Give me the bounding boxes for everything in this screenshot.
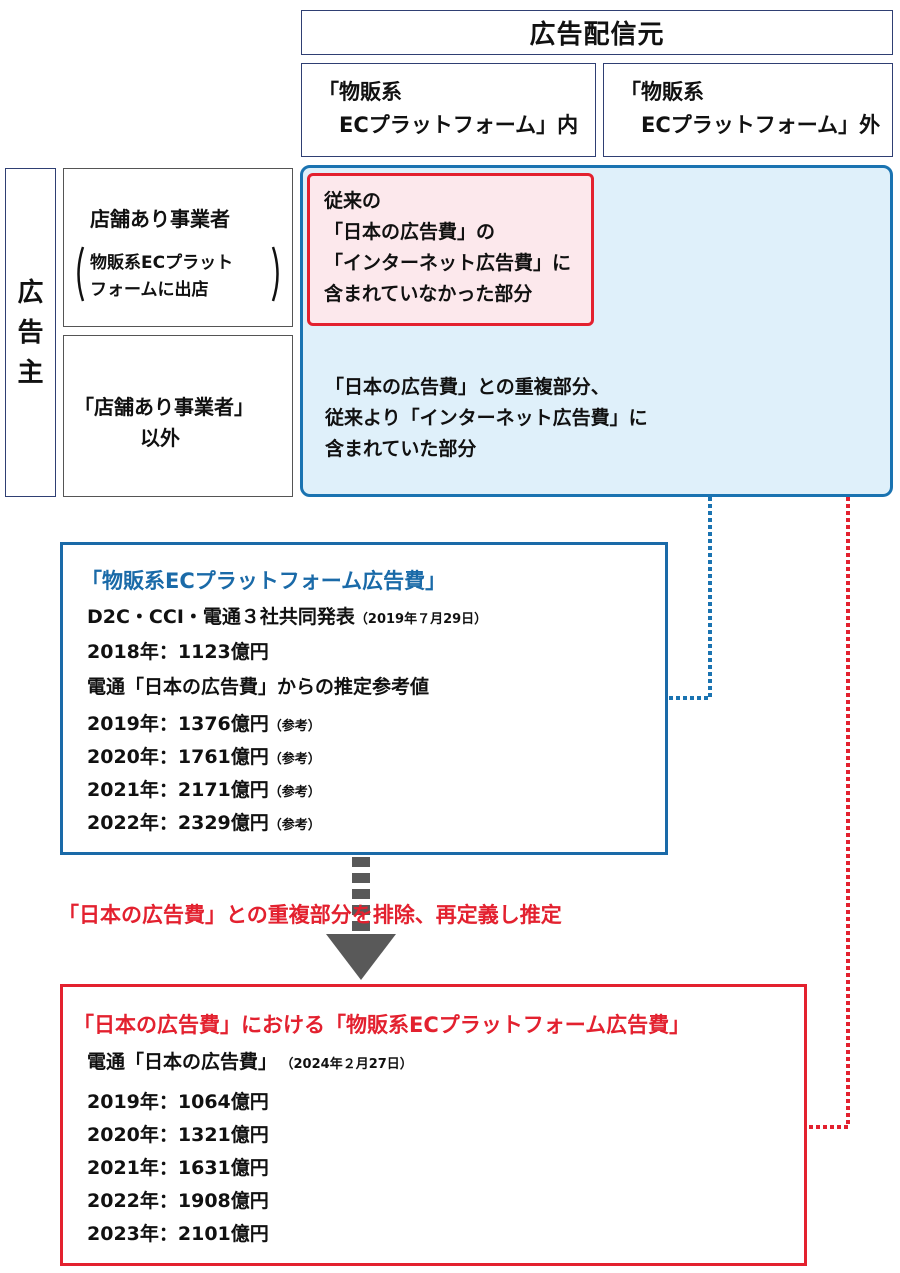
ec-box-announce-text: D2C・CCI・電通３社共同発表 bbox=[87, 606, 355, 628]
advertiser-char-1: 広 bbox=[17, 277, 44, 308]
ec-platform-ad-spend-box: 「物販系ECプラットフォーム広告費」 D2C・CCI・電通３社共同発表（2019… bbox=[60, 542, 668, 855]
jp-box-row: 2019年：1064億円 bbox=[87, 1091, 269, 1113]
jp-box-row: 2022年：1908億円 bbox=[87, 1190, 269, 1212]
row-store-sub-line1: 物販系ECプラット bbox=[90, 253, 234, 273]
blue-region-line1: 「日本の広告費」との重複部分、 bbox=[325, 376, 610, 398]
row-store-title: 店舗あり事業者 bbox=[90, 207, 230, 231]
transition-caption: 「日本の広告費」との重複部分を排除、再定義し推定 bbox=[58, 903, 562, 927]
red-region-line2: 「日本の広告費」の bbox=[324, 221, 496, 243]
right-paren-icon bbox=[271, 246, 279, 302]
ec-row-value: 2021年：2171億円 bbox=[87, 779, 269, 801]
ec-row-note: （参考） bbox=[268, 752, 321, 767]
jp-box-source-date: （2024年２月27日） bbox=[287, 1057, 413, 1072]
column-inside-line1: 「物販系 bbox=[318, 80, 402, 104]
blue-region-line3: 含まれていた部分 bbox=[325, 438, 477, 460]
japan-ad-spend-ec-box: 「日本の広告費」における「物販系ECプラットフォーム広告費」 電通「日本の広告費… bbox=[60, 984, 807, 1266]
blue-region-line2: 従来より「インターネット広告費」に bbox=[325, 407, 648, 429]
jp-box-source: 電通「日本の広告費」 （2024年２月27日） bbox=[87, 1047, 413, 1074]
ec-row-note: （参考） bbox=[268, 818, 321, 833]
ec-box-row: 2019年：1376億円（参考） bbox=[87, 709, 321, 736]
left-paren-icon bbox=[77, 246, 85, 302]
advertiser-char-3: 主 bbox=[17, 357, 44, 388]
ec-row-value: 2019年：1376億円 bbox=[87, 713, 269, 735]
ec-box-row: 2020年：1761億円（参考） bbox=[87, 742, 321, 769]
ec-box-announce: D2C・CCI・電通３社共同発表（2019年７月29日） bbox=[87, 602, 487, 629]
ec-row-note: （参考） bbox=[268, 785, 321, 800]
red-region-line3: 「インターネット広告費」に bbox=[324, 252, 572, 274]
ec-box-row-2018: 2018年：1123億円 bbox=[87, 641, 269, 663]
down-arrow-icon bbox=[326, 857, 396, 980]
column-inside-platform: 「物販系 ECプラットフォーム」内 bbox=[301, 63, 596, 157]
column-outside-platform: 「物販系 ECプラットフォーム」外 bbox=[603, 63, 893, 157]
new-part-region: 従来の 「日本の広告費」の 「インターネット広告費」に 含まれていなかった部分 bbox=[307, 173, 594, 326]
row-other-line2: 以外 bbox=[140, 426, 180, 450]
advertiser-row-store: 店舗あり事業者 物販系ECプラット フォームに出店 bbox=[63, 168, 293, 327]
blue-dotted-connector bbox=[668, 497, 712, 700]
jp-box-title: 「日本の広告費」における「物販系ECプラットフォーム広告費」 bbox=[73, 1013, 691, 1037]
advertiser-char-2: 告 bbox=[17, 317, 44, 348]
red-region-line1: 従来の bbox=[324, 190, 382, 212]
ec-box-estimate-title: 電通「日本の広告費」からの推定参考値 bbox=[87, 676, 430, 698]
jp-box-row: 2020年：1321億円 bbox=[87, 1124, 269, 1146]
row-other-line1: 「店舗あり事業者」 bbox=[74, 395, 254, 419]
jp-box-row: 2023年：2101億円 bbox=[87, 1223, 269, 1245]
ec-row-value: 2020年：1761億円 bbox=[87, 746, 269, 768]
column-outside-line1: 「物販系 bbox=[620, 80, 704, 104]
jp-box-source-text: 電通「日本の広告費」 bbox=[87, 1051, 278, 1073]
red-region-line4: 含まれていなかった部分 bbox=[324, 283, 533, 305]
ec-box-row: 2022年：2329億円（参考） bbox=[87, 808, 321, 835]
ec-row-value: 2022年：2329億円 bbox=[87, 812, 269, 834]
row-store-sub-line2: フォームに出店 bbox=[90, 280, 209, 300]
ec-row-note: （参考） bbox=[268, 719, 321, 734]
column-inside-line2: ECプラットフォーム」内 bbox=[318, 113, 579, 137]
column-outside-line2: ECプラットフォーム」外 bbox=[620, 113, 881, 137]
advertiser-label: 広 告 主 bbox=[5, 168, 56, 497]
jp-box-row: 2021年：1631億円 bbox=[87, 1157, 269, 1179]
ec-box-announce-date: （2019年７月29日） bbox=[354, 612, 488, 627]
distributor-header: 広告配信元 bbox=[301, 10, 893, 55]
ec-box-title: 「物販系ECプラットフォーム広告費」 bbox=[81, 569, 447, 593]
ec-box-row: 2021年：2171億円（参考） bbox=[87, 775, 321, 802]
distributor-header-label: 広告配信元 bbox=[529, 20, 665, 50]
advertiser-row-other: 「店舗あり事業者」 以外 bbox=[63, 335, 293, 497]
